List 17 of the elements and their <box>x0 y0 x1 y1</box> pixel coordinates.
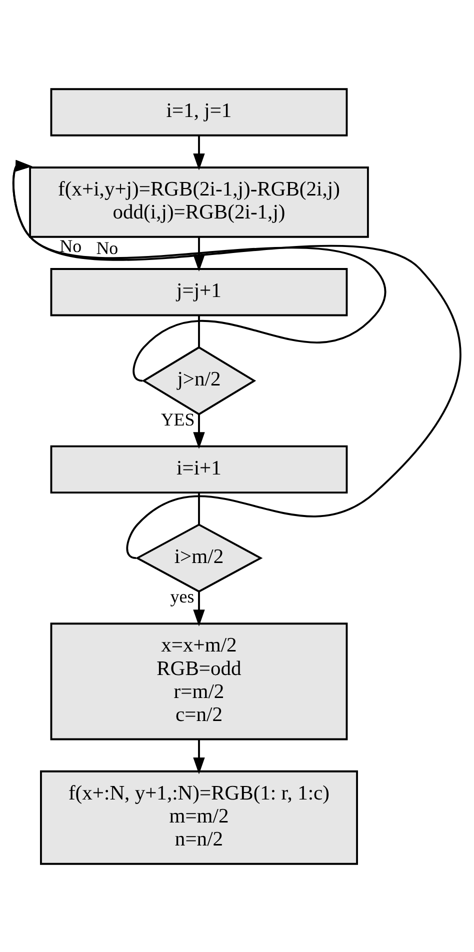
node-diamond: i>m/2 <box>135 523 263 592</box>
edge-label: No <box>96 237 118 258</box>
node-box: f(x+i,y+j)=RGB(2i-1,j)-RGB(2i,j) odd(i,j)=RGB(2i-1,j) <box>29 166 369 238</box>
connector <box>198 492 200 524</box>
connector <box>198 315 200 347</box>
node-box: j=j+1 <box>50 268 348 316</box>
node-box: i=i+1 <box>50 444 348 494</box>
arrow <box>193 414 205 448</box>
arrow <box>193 738 205 774</box>
arrow <box>193 591 205 626</box>
node-diamond: j>n/2 <box>142 346 256 415</box>
node-box: i=1, j=1 <box>50 88 348 136</box>
arrow <box>12 159 462 558</box>
edge-label: No <box>60 236 82 256</box>
node-box: f(x+:N, y+1,:N)=RGB(1: r, 1:c) m=m/2 n=n/2 <box>40 770 358 864</box>
node-box: x=x+m/2 RGB=odd r=m/2 c=n/2 <box>50 622 348 740</box>
arrow <box>193 135 205 170</box>
